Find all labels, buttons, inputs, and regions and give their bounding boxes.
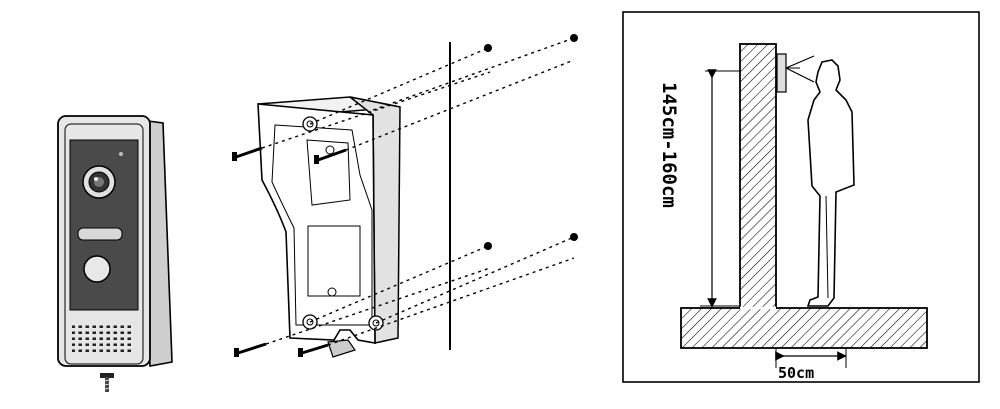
alignment-guides [261,37,575,346]
mounted-device-icon [776,53,787,93]
camera-lens-icon [82,165,116,199]
floor-distance-label: 50cm [778,364,814,382]
screw-icon [232,146,263,161]
height-range-label: 145cm-160cm [658,82,680,208]
name-plate [77,227,123,241]
speaker-grille [72,322,134,352]
anchor-point-icon [484,34,578,250]
screw-icon [314,148,347,164]
mounting-bracket [257,96,401,358]
wall-section [739,43,777,309]
screw-icon [234,342,267,357]
doorbell-unit [57,115,173,367]
indicator-led-icon [119,152,123,156]
screw-icon [298,343,329,357]
person-silhouette-icon [806,59,855,307]
bottom-screw-icon [100,373,114,392]
floor-section [680,307,928,349]
height-diagram: 145cm-160cm 50cm [622,11,980,383]
call-button-icon [83,255,111,283]
